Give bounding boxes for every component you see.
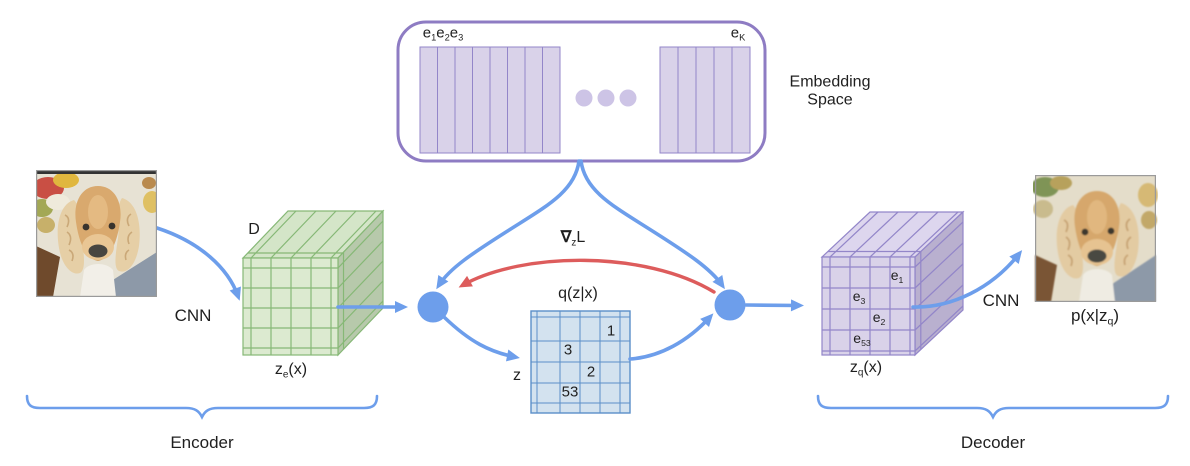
flow-arrows	[155, 159, 1023, 362]
left-junction-node	[417, 291, 449, 323]
grid-value-53: 53	[561, 383, 579, 401]
input-image	[36, 170, 157, 297]
encoder-label: Encoder	[170, 433, 234, 453]
e3-label: e3	[449, 24, 464, 43]
codebook-block-left	[419, 46, 561, 154]
ze-cube	[241, 209, 385, 357]
grid-value-3: 3	[563, 341, 573, 359]
embedding-space-label: Embedding Space	[789, 73, 871, 109]
decoder-brace	[816, 394, 1170, 420]
cnn-encoder-label: CNN	[174, 306, 212, 326]
codebook-labels-e123: e1e2e3	[423, 25, 464, 44]
zq-label: zq(x)	[849, 359, 883, 379]
cube-e53-label: e53	[853, 330, 871, 348]
q-grid	[530, 310, 631, 414]
arrow-input-to-encoder	[155, 226, 241, 301]
qzx-label: q(z|x)	[558, 284, 598, 302]
z-label: z	[513, 366, 521, 384]
right-junction-node	[714, 289, 746, 321]
pxzq-label: p(x|zq)	[1070, 306, 1120, 328]
encoder-brace	[25, 394, 379, 420]
embedding-space-box	[396, 20, 767, 163]
arrow-grid-to-node	[628, 313, 714, 361]
ellipsis-dots-icon	[575, 89, 637, 107]
cnn-decoder-label: CNN	[982, 291, 1020, 311]
e1-label: e1	[422, 24, 437, 43]
arrow-embedding-to-right-node	[579, 159, 725, 290]
grid-value-2: 2	[586, 363, 596, 381]
grid-value-1: 1	[606, 322, 616, 340]
e2-label: e2	[436, 24, 450, 43]
arrow-embedding-to-left-node	[436, 159, 581, 290]
braces	[25, 394, 1170, 420]
cube-e3-label: e3	[852, 288, 866, 306]
cube-e2-label: e2	[872, 309, 886, 327]
decoder-label: Decoder	[960, 433, 1026, 453]
codebook-block-right	[659, 46, 751, 154]
ze-label: ze(x)	[274, 361, 308, 381]
zq-cube	[820, 210, 965, 357]
reconstructed-image	[1033, 175, 1158, 302]
arrow-gradient	[458, 258, 716, 294]
arrow-node-to-zq	[744, 299, 804, 312]
cube-e1-label: e1	[890, 267, 904, 285]
gradient-label: ∇zL	[560, 229, 586, 249]
arrow-node-to-grid	[442, 315, 520, 362]
dimension-label: D	[248, 220, 260, 238]
ek-label: eK	[730, 24, 746, 43]
arrow-zq-to-decoder	[911, 250, 1023, 309]
